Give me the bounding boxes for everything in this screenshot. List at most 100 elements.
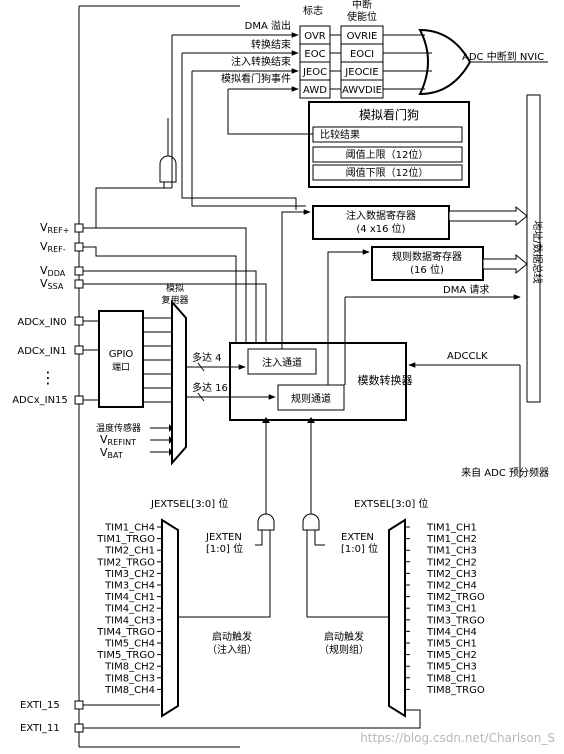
regular-to-register-line xyxy=(327,249,370,385)
regular-register-label: 规则数据寄存器 xyxy=(392,250,462,263)
gpio-port-box xyxy=(98,310,144,408)
exten-label-2: [1:0] 位 xyxy=(341,542,378,555)
dma-request-label: DMA 请求 xyxy=(443,283,489,296)
pin-exti15 xyxy=(74,700,84,710)
irq-to-nvic: ADC 中断到 NVIC xyxy=(462,50,544,63)
pin-exti11 xyxy=(74,723,84,733)
trigger-source-label: TIM4_CH1 xyxy=(104,592,155,603)
trigger-source-label: TIM4_CH4 xyxy=(426,627,477,638)
regular-register-size: (16 位) xyxy=(410,263,444,276)
gpio-input-wires xyxy=(83,320,99,401)
flag-enable-links xyxy=(330,34,341,90)
jexten-label-2: [1:0] 位 xyxy=(206,542,243,555)
trigger-source-label: TIM2_CH3 xyxy=(426,569,477,580)
trigger-source-label: TIM4_TRGO xyxy=(96,627,155,638)
regular-trigger-mux xyxy=(388,518,406,718)
irq-enable-column: OVRIE EOCI JEOCIE AWVDIE xyxy=(340,25,384,99)
watchdog-high-threshold: 阈值上限（12位） xyxy=(346,148,429,161)
adcclk-label: ADCCLK xyxy=(447,351,488,362)
trigger-source-label: TIM5_CH1 xyxy=(426,639,477,650)
injected-to-register-line xyxy=(281,209,311,349)
trigger-source-label: TIM2_CH2 xyxy=(426,557,477,568)
trigger-source-label: TIM1_CH2 xyxy=(426,534,477,545)
watchdog-compare: 比较结果 xyxy=(320,128,360,141)
temp-sensor-label: 温度传感器 xyxy=(96,422,141,434)
trigger-up-arrows xyxy=(262,417,315,423)
trigger-source-label: TIM3_TRGO xyxy=(426,615,485,626)
exti15-label: EXTI_15 xyxy=(20,700,60,711)
pin-vref-plus xyxy=(74,223,84,233)
irq-enable-header-1: 中断 xyxy=(352,0,372,11)
watchdog-low-box xyxy=(312,164,463,181)
or-gate xyxy=(418,28,472,96)
trigger-source-label: TIM1_CH3 xyxy=(426,546,477,557)
pin-vssa xyxy=(74,279,84,289)
pin-in1 xyxy=(74,345,84,355)
gpio-label: GPIO xyxy=(109,349,134,360)
flag-ovr: OVR xyxy=(304,31,326,42)
gpio-to-mux-wires xyxy=(143,317,172,403)
watchdog-high-box xyxy=(312,146,463,163)
trigger-source-label: TIM5_CH3 xyxy=(426,662,477,673)
internal-input-arrowheads xyxy=(169,424,173,456)
flags-header: 标志 xyxy=(303,4,323,17)
prescaler-label: 来自 ADC 预分频器 xyxy=(461,466,549,479)
vref-minus-line xyxy=(83,246,237,343)
en-eoci: EOCI xyxy=(350,49,374,60)
pin-in0-label: ADCx_IN0 xyxy=(17,317,66,328)
regular-trigger-sources: TIM1_CH1TIM1_CH2TIM1_CH3TIM2_CH2TIM2_CH3… xyxy=(405,523,485,696)
vref-plus-line xyxy=(83,187,247,343)
trigger-source-label: TIM8_TRGO xyxy=(426,685,485,696)
vssa-line xyxy=(83,283,267,343)
mux-label-1: 模拟 xyxy=(166,282,184,294)
bus-label: 地址/数据总线 xyxy=(531,220,544,283)
and-gate-injected xyxy=(257,513,275,531)
regular-to-bus-arrow xyxy=(482,253,528,275)
trigger-source-label: TIM4_CH3 xyxy=(104,615,155,626)
vref-plus-label: VREF+ xyxy=(40,221,69,235)
trigger-source-label: TIM2_TRGO xyxy=(426,592,485,603)
up-to-4-label: 多达 4 xyxy=(192,351,222,364)
vdda-line xyxy=(83,270,257,343)
signal-dma-overrun: DMA 溢出 xyxy=(245,19,291,32)
regular-channels-label: 规则通道 xyxy=(291,392,331,405)
watchdog-to-awd xyxy=(227,89,313,135)
pin-vref-minus xyxy=(74,242,84,252)
exten-label-1: EXTEN xyxy=(341,532,374,543)
vbat-label: VBAT xyxy=(100,446,123,460)
trigger-source-label: TIM3_CH2 xyxy=(104,569,155,580)
trigger-source-label: TIM3_CH4 xyxy=(104,581,155,592)
trigger-source-label: TIM5_TRGO xyxy=(96,650,155,661)
en-ovrie: OVRIE xyxy=(347,31,378,42)
analog-mux xyxy=(171,299,187,466)
en-awvdie: AWVDIE xyxy=(342,85,382,96)
converter-title: 模数转换器 xyxy=(358,373,413,387)
bus-slashes xyxy=(197,362,205,402)
injected-channels-label: 注入通道 xyxy=(262,356,302,369)
trigger-source-label: TIM5_CH2 xyxy=(426,650,477,661)
injected-data-register xyxy=(312,205,450,240)
trigger-source-label: TIM8_CH1 xyxy=(426,673,477,684)
trigger-source-label: TIM3_CH1 xyxy=(426,604,477,615)
pin-vdda xyxy=(74,266,84,276)
mux-label-2: 复用器 xyxy=(161,294,188,306)
trigger-source-label: TIM1_CH1 xyxy=(426,523,477,534)
trigger-source-label: TIM8_CH3 xyxy=(104,673,155,684)
signal-eoc: 转换结束 xyxy=(251,38,291,51)
injected-trigger-label-2: （注入组） xyxy=(207,643,257,656)
irq-enable-header-2: 使能位 xyxy=(347,10,377,23)
power-pins: VREF+ VREF- VDDA VSSA xyxy=(40,221,84,291)
injected-trigger-mux xyxy=(161,518,179,718)
gpio-sublabel: 端口 xyxy=(112,361,130,373)
injected-gate-wires xyxy=(178,420,271,618)
vssa-label: VSSA xyxy=(40,277,64,291)
and-gate-regular xyxy=(302,513,320,531)
pin-ellipsis: ⋮ xyxy=(40,368,56,387)
injected-trigger-label-1: 启动触发 xyxy=(212,630,252,643)
jexten-label-1: JEXTEN xyxy=(205,532,242,543)
extsel-label: EXTSEL[3:0] 位 xyxy=(354,497,428,510)
regular-trigger-label-2: （规则组） xyxy=(319,643,369,656)
vref-minus-label: VREF- xyxy=(40,240,66,254)
regular-channels-box xyxy=(277,384,345,411)
